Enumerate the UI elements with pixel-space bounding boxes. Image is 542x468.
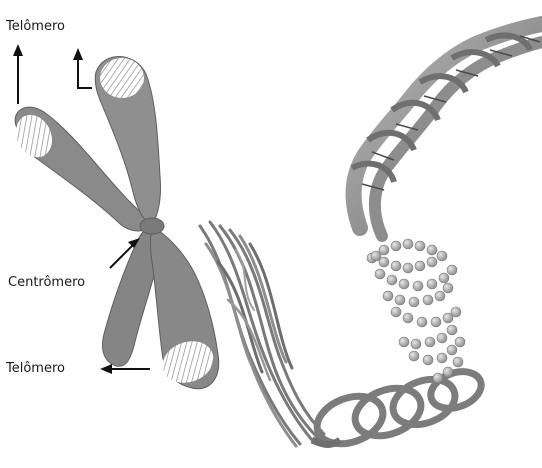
nucleosome-bead: [435, 291, 445, 301]
nucleosome-bead: [453, 357, 463, 367]
nucleosome-beads: [367, 239, 465, 383]
nucleosome-bead: [391, 241, 401, 251]
label-telomere-bottom: Telômero: [6, 362, 65, 375]
nucleosome-bead: [423, 295, 433, 305]
arrow-telomere-upper-left: [13, 44, 23, 104]
nucleosome-bead: [425, 337, 435, 347]
nucleosome-bead: [391, 307, 401, 317]
nucleosome-bead: [387, 275, 397, 285]
nucleosome-bead: [395, 295, 405, 305]
nucleosome-bead: [447, 265, 457, 275]
nucleosome-bead: [403, 313, 413, 323]
nucleosome-bead: [427, 257, 437, 267]
nucleosome-bead: [431, 317, 441, 327]
nucleosome-bead: [371, 251, 381, 261]
arrow-telomere-lower: [100, 364, 150, 374]
centromere: [140, 218, 164, 234]
chromosome: [9, 56, 219, 389]
nucleosome-bead: [415, 241, 425, 251]
arrow-telomere-upper-right: [73, 48, 92, 88]
solenoid-coil: [311, 365, 487, 452]
nucleosome-bead: [443, 283, 453, 293]
nucleosome-bead: [437, 353, 447, 363]
nucleosome-bead: [391, 261, 401, 271]
chromatin-fibre-bundle: [200, 222, 324, 446]
nucleosome-bead: [447, 325, 457, 335]
nucleosome-bead: [427, 279, 437, 289]
nucleosome-bead: [437, 251, 447, 261]
nucleosome-bead: [409, 297, 419, 307]
nucleosome-bead: [439, 273, 449, 283]
nucleosome-bead: [413, 281, 423, 291]
nucleosome-bead: [455, 337, 465, 347]
nucleosome-bead: [427, 245, 437, 255]
nucleosome-bead: [399, 337, 409, 347]
label-telomere-top: Telômero: [6, 20, 65, 33]
nucleosome-bead: [451, 307, 461, 317]
nucleosome-bead: [415, 261, 425, 271]
nucleosome-bead: [403, 239, 413, 249]
nucleosome-bead: [433, 373, 443, 383]
nucleosome-bead: [447, 345, 457, 355]
nucleosome-bead: [409, 351, 419, 361]
nucleosome-bead: [403, 263, 413, 273]
nucleosome-bead: [443, 367, 453, 377]
nucleosome-bead: [383, 291, 393, 301]
nucleosome-bead: [417, 317, 427, 327]
label-centromere: Centrômero: [8, 276, 85, 289]
telomere-cap-upper-right: [100, 58, 144, 98]
nucleosome-bead: [437, 333, 447, 343]
nucleosome-bead: [411, 339, 421, 349]
nucleosome-bead: [375, 269, 385, 279]
nucleosome-bead: [399, 279, 409, 289]
dna-double-helix: [352, 24, 542, 236]
nucleosome-bead: [423, 355, 433, 365]
